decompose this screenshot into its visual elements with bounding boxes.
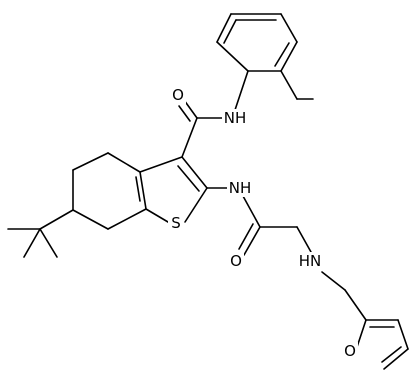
bond — [356, 319, 367, 348]
bond — [216, 13, 232, 43]
bond-lines — [7, 13, 409, 370]
bond — [280, 13, 298, 43]
bond — [183, 99, 198, 119]
bond — [238, 223, 254, 250]
bond — [72, 152, 109, 171]
bond — [139, 156, 183, 173]
bond — [177, 165, 200, 192]
atom-labels: O NH NH S O HN O — [168, 86, 358, 360]
bond — [280, 41, 298, 72]
svg-text:S: S — [171, 214, 181, 232]
bond — [274, 42, 290, 67]
bond — [216, 41, 249, 72]
sulfur-atom: S — [168, 214, 184, 232]
bond — [234, 70, 249, 111]
bond — [139, 171, 147, 210]
amide-oxygen-atom: O — [170, 86, 186, 104]
bond — [72, 209, 109, 230]
bond — [107, 152, 141, 173]
bond — [321, 271, 346, 291]
bond — [184, 187, 208, 223]
bond — [181, 117, 198, 158]
bond — [39, 209, 74, 230]
amine-nh-atom: HN — [296, 252, 324, 270]
bond — [178, 105, 191, 122]
bond — [296, 226, 312, 253]
acetyl-oxygen-atom: O — [228, 252, 244, 270]
bond — [23, 228, 41, 258]
bond — [39, 228, 58, 258]
thiophene-nh-atom: NH — [227, 179, 253, 197]
bond — [181, 156, 208, 189]
bond — [107, 208, 147, 230]
bond — [381, 346, 402, 363]
svg-text:HN: HN — [299, 252, 322, 270]
bond — [383, 348, 409, 370]
bond — [135, 176, 141, 202]
bond — [243, 226, 261, 256]
bond — [344, 289, 367, 321]
bond — [223, 19, 237, 44]
svg-text:NH: NH — [229, 179, 252, 197]
svg-text:O: O — [344, 342, 356, 360]
furan-oxygen-atom: O — [342, 342, 358, 360]
svg-text:O: O — [172, 86, 184, 104]
bond — [242, 195, 261, 228]
bond — [145, 208, 169, 223]
amide-nh-atom: NH — [222, 109, 248, 127]
svg-text:NH: NH — [224, 109, 247, 127]
svg-text:O: O — [230, 252, 242, 270]
bond — [397, 319, 409, 350]
bond — [280, 70, 298, 100]
